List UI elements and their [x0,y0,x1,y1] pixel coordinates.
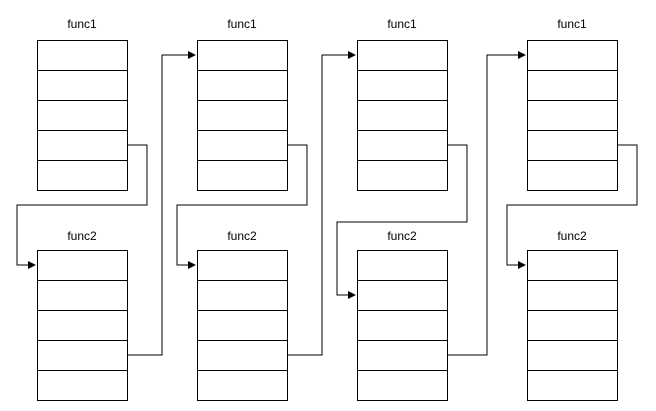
stack-row [197,310,288,341]
stack-row [357,40,448,71]
stack-row [37,310,128,341]
stack-row [37,130,128,161]
block-label-func1-3: func1 [387,17,417,31]
stack-row [197,70,288,101]
stack-row [197,160,288,191]
stack-row [527,70,618,101]
func2-stack-2 [197,250,288,401]
stack-row [197,250,288,281]
block-label-func1-2: func1 [227,17,257,31]
block-label-func1-1: func1 [67,17,97,31]
stack-row [197,280,288,311]
connector-func1-3-to-func2-3 [336,144,468,299]
stack-row [527,40,618,71]
stack-row [37,250,128,281]
block-label-func2-1: func2 [67,229,97,243]
block-label-func2-4: func2 [557,229,587,243]
func1-stack-3 [357,40,448,191]
stack-row [37,340,128,371]
func2-stack-4 [527,250,618,401]
func1-stack-2 [197,40,288,191]
stack-row [527,160,618,191]
func1-stack-4 [527,40,618,191]
stack-row [357,250,448,281]
stack-row [357,100,448,131]
block-label-func2-2: func2 [227,229,257,243]
func2-stack-1 [37,250,128,401]
stack-row [527,280,618,311]
stack-row [527,370,618,401]
stack-row [357,70,448,101]
stack-row [37,280,128,311]
stack-row [37,370,128,401]
func1-stack-1 [37,40,128,191]
stack-row [357,370,448,401]
connector-func2-2-to-func1-3 [287,51,356,356]
stack-row [37,160,128,191]
stack-row [37,100,128,131]
connector-func1-2-to-func2-2 [176,144,308,269]
stack-row [197,100,288,131]
connector-func1-4-to-func2-4 [506,144,638,269]
stack-row [357,280,448,311]
stack-row [197,340,288,371]
stack-row [357,160,448,191]
stack-row [527,250,618,281]
block-label-func1-4: func1 [557,17,587,31]
stack-row [37,40,128,71]
func2-stack-3 [357,250,448,401]
stack-row [357,310,448,341]
connector-func2-1-to-func1-2 [127,51,196,356]
stack-row [357,130,448,161]
stack-row [197,40,288,71]
stack-row [527,130,618,161]
stack-row [527,100,618,131]
stack-row [527,310,618,341]
stack-row [37,70,128,101]
stack-row [197,130,288,161]
stack-row [197,370,288,401]
block-label-func2-3: func2 [387,229,417,243]
stack-row [527,340,618,371]
stack-row [357,340,448,371]
connector-func2-3-to-func1-4 [447,51,526,356]
connector-func1-1-to-func2-1 [16,144,148,269]
